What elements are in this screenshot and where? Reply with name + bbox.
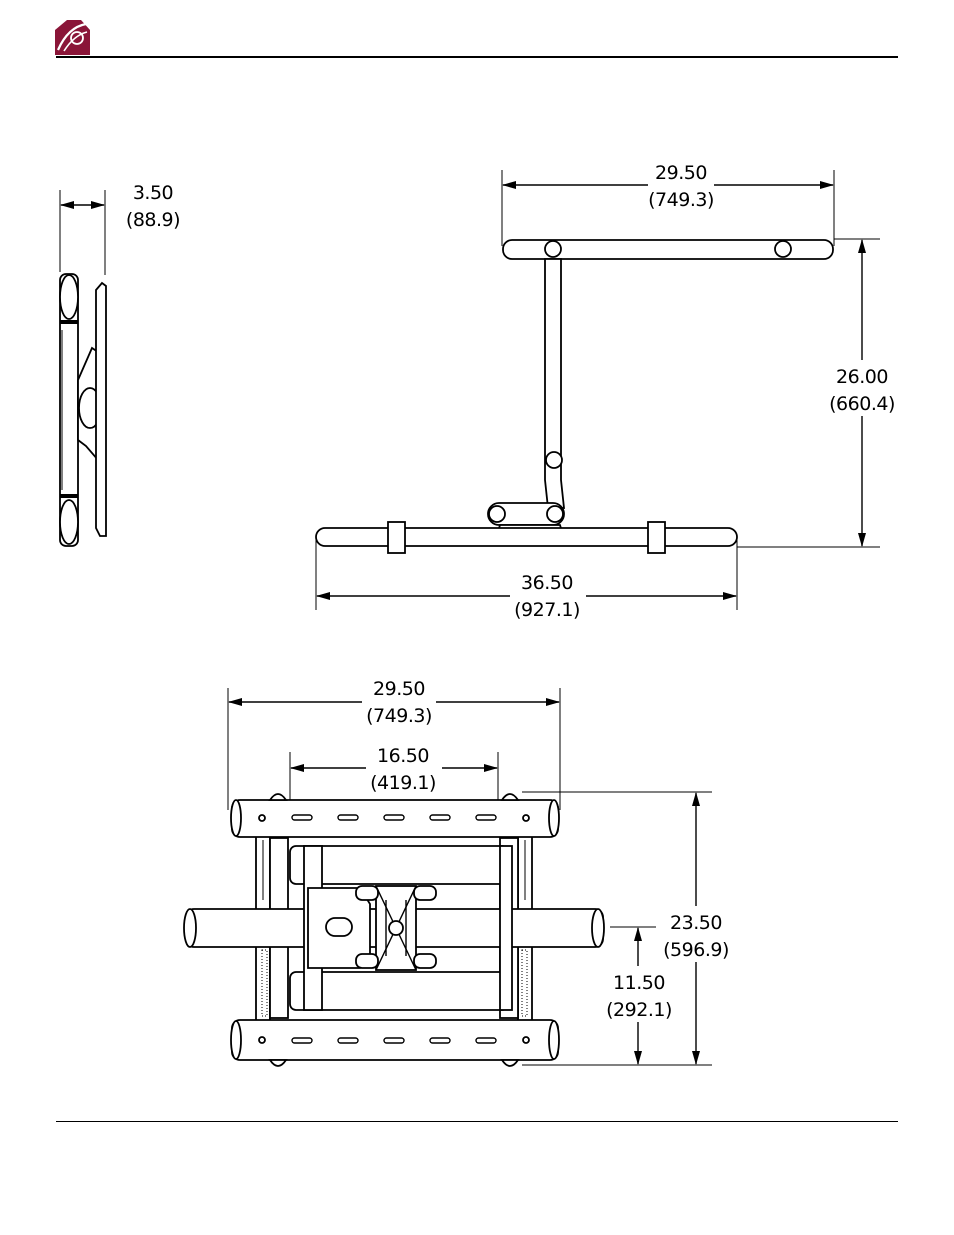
depth-inches: 3.50 [133, 182, 173, 204]
side-view: 3.50 (88.9) [60, 182, 180, 546]
extension-mm: (660.4) [829, 393, 895, 415]
depth-mm: (88.9) [126, 209, 180, 231]
arm-width-mm: (749.3) [648, 189, 714, 211]
extension-inches: 26.00 [836, 366, 888, 388]
overall-height-inches: 23.50 [670, 912, 722, 934]
overall-height-mm: (596.9) [663, 939, 729, 961]
hole-span-inches: 16.50 [377, 745, 429, 767]
front-view: 29.50 (749.3) 16.50 (419.1) [184, 676, 736, 1066]
hole-span-mm: (419.1) [370, 772, 436, 794]
center-height-inches: 11.50 [613, 972, 665, 994]
rail-width-mm: (749.3) [366, 705, 432, 727]
arm-width-inches: 29.50 [655, 162, 707, 184]
center-height-mm: (292.1) [606, 999, 672, 1021]
overall-width-inches: 36.50 [521, 572, 573, 594]
top-view: 29.50 (749.3) 26.00 [316, 160, 900, 622]
rail-width-inches: 29.50 [373, 678, 425, 700]
overall-width-mm: (927.1) [514, 599, 580, 621]
